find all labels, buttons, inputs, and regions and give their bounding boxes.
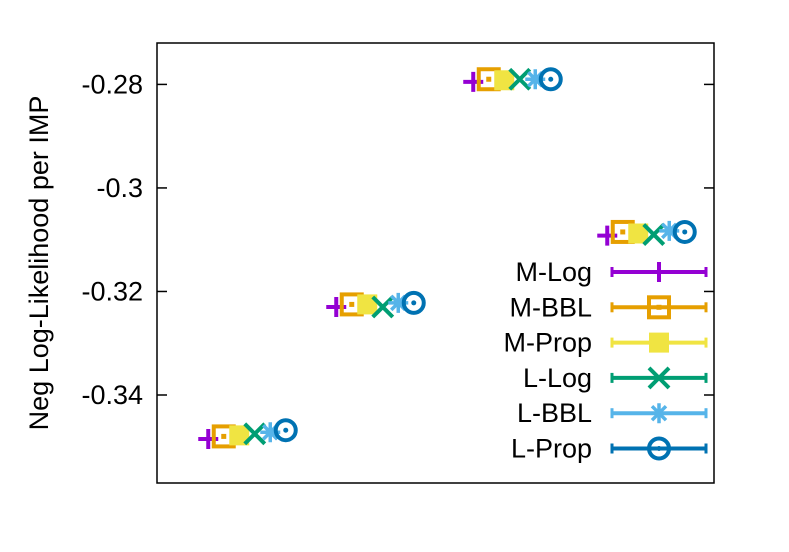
data-point	[243, 422, 267, 446]
data-point	[642, 223, 666, 246]
data-point-dot	[349, 301, 355, 307]
legend-label: M-Prop	[503, 328, 592, 358]
data-point-dot	[548, 76, 554, 82]
data-point	[628, 223, 649, 244]
data-point-dot	[486, 76, 492, 82]
legend-marker	[649, 262, 669, 282]
data-point	[260, 422, 281, 443]
legend-label: L-Log	[523, 363, 592, 393]
data-point	[672, 219, 697, 244]
legend-marker-circle	[647, 436, 671, 461]
y-axis-ticks: -0.28 -0.3 -0.32 -0.34	[81, 69, 714, 410]
data-point-dot	[283, 427, 289, 433]
legend-marker	[649, 332, 669, 353]
y-tick-label: -0.28	[81, 69, 143, 99]
data-point	[401, 290, 426, 315]
data-point	[388, 292, 409, 313]
data-point-dot	[682, 229, 688, 235]
y-axis-label: Neg Log-Likelihood per IMP	[24, 96, 54, 431]
legend-label: M-BBL	[509, 292, 592, 322]
legend-marker-dot	[656, 446, 662, 451]
y-tick-label: -0.32	[81, 276, 143, 306]
data-point	[494, 70, 515, 91]
data-point	[525, 69, 546, 90]
legend-marker	[647, 436, 671, 461]
data-point	[508, 67, 532, 91]
data-point-dot	[411, 300, 417, 306]
series-L-BBL	[260, 69, 680, 443]
legend-marker	[647, 295, 671, 320]
legend-label: L-Prop	[511, 434, 592, 464]
data-marks	[198, 67, 697, 449]
legend-marker	[649, 403, 669, 424]
series-M-Prop	[229, 70, 649, 446]
data-point	[659, 220, 680, 241]
legend-label: L-BBL	[517, 398, 592, 428]
data-point	[538, 67, 563, 92]
data-point	[371, 295, 395, 319]
legend-label: M-Log	[515, 257, 592, 287]
y-tick-label: -0.34	[81, 380, 143, 410]
data-point	[357, 294, 378, 315]
series-L-Prop	[273, 67, 697, 443]
legend-marker-square	[647, 295, 671, 320]
data-point	[229, 425, 250, 446]
data-point-circle	[401, 290, 426, 315]
plot-frame	[156, 42, 715, 484]
y-tick-label: -0.3	[96, 173, 143, 203]
series-L-Log	[243, 67, 666, 446]
data-point	[273, 418, 298, 443]
data-point-dot	[620, 229, 626, 235]
legend-marker	[647, 366, 671, 390]
data-point-circle	[538, 67, 563, 92]
data-point-circle	[672, 219, 697, 244]
data-point-circle	[273, 418, 298, 443]
legend-marker-dot	[656, 304, 662, 310]
data-point-dot	[221, 433, 227, 439]
